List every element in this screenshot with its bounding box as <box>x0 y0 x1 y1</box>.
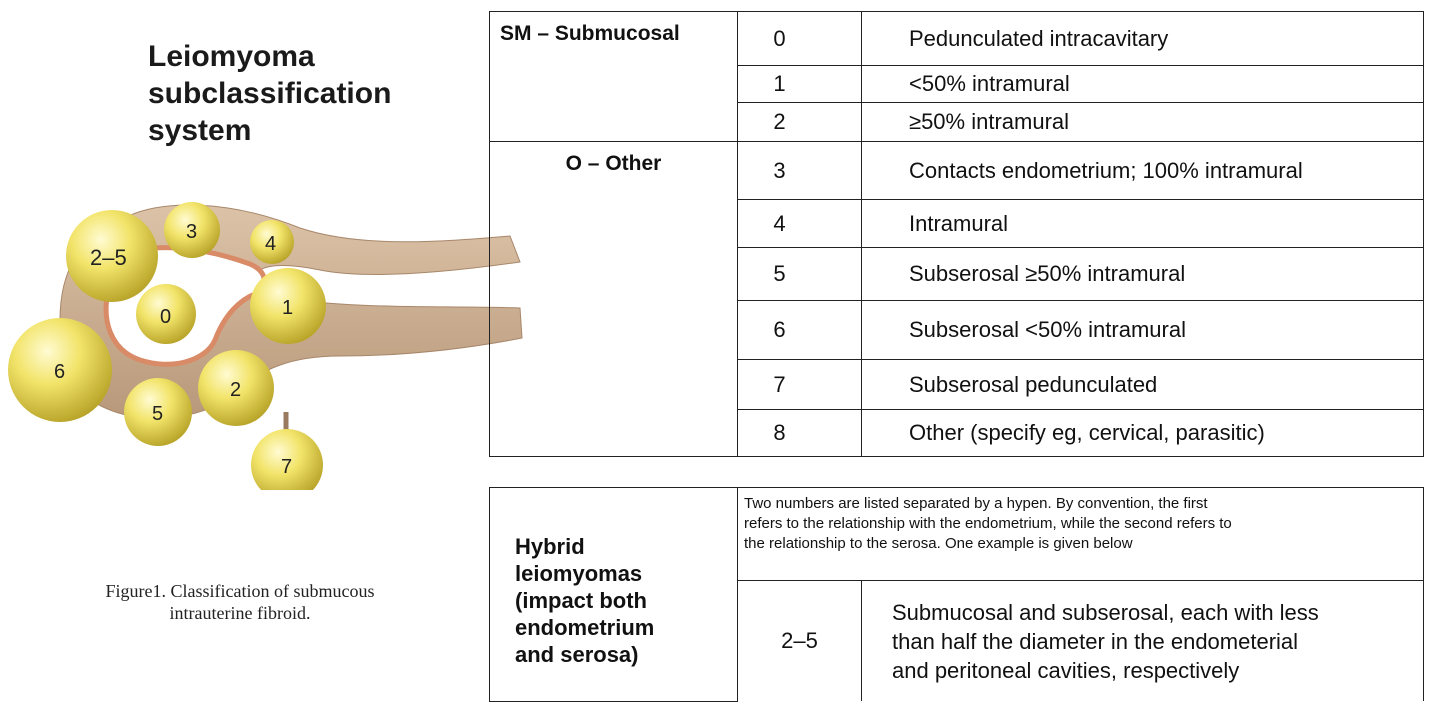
fibroid-label: 5 <box>152 403 163 425</box>
type-description: Subserosal pedunculated <box>862 360 1424 410</box>
classification-table: SM – Submucosal 0 Pedunculated intracavi… <box>489 11 1424 457</box>
type-description: Subserosal ≥50% intramural <box>862 248 1424 301</box>
fibroid-label: 1 <box>282 297 293 319</box>
note-line: the relationship to the serosa. One exam… <box>744 534 1415 554</box>
table-row: SM – Submucosal 0 Pedunculated intracavi… <box>490 12 1424 66</box>
type-description: Other (specify eg, cervical, parasitic) <box>862 410 1424 457</box>
table-row: O – Other 3 Contacts endometrium; 100% i… <box>490 142 1424 200</box>
hybrid-table: Hybrid leiomyomas (impact both endometri… <box>489 487 1424 702</box>
type-number: 5 <box>738 248 862 301</box>
type-number: 8 <box>738 410 862 457</box>
fibroid-7: 7 <box>251 429 323 490</box>
example-desc-line: Submucosal and subserosal, each with les… <box>892 598 1422 627</box>
type-number: 0 <box>738 12 862 66</box>
note-line: Two numbers are listed separated by a hy… <box>744 494 1415 514</box>
hybrid-category-line: endometrium <box>515 614 736 641</box>
hybrid-category-cell: Hybrid leiomyomas (impact both endometri… <box>490 488 738 702</box>
fibroid-label: 3 <box>186 221 197 243</box>
note-line: refers to the relationship with the endo… <box>744 514 1415 534</box>
type-description: Pedunculated intracavitary <box>862 12 1424 66</box>
fibroid-label: 0 <box>160 306 171 328</box>
caption-line: intrauterine fibroid. <box>20 602 460 624</box>
fibroid-2: 2 <box>198 350 274 426</box>
type-number: 4 <box>738 200 862 248</box>
hybrid-category-line: (impact both <box>515 587 736 614</box>
fibroid-label: 7 <box>281 456 292 478</box>
fibroid-3: 3 <box>164 202 220 258</box>
figure-title: Leiomyoma subclassification system <box>148 38 448 149</box>
type-description: Intramural <box>862 200 1424 248</box>
category-cell: SM – Submucosal <box>490 12 738 142</box>
type-number: 6 <box>738 301 862 360</box>
type-description: ≥50% intramural <box>862 103 1424 142</box>
fibroid-6: 6 <box>8 318 112 422</box>
hybrid-category-line: leiomyomas <box>515 560 736 587</box>
fibroid-label: 2 <box>230 379 241 401</box>
type-description: <50% intramural <box>862 66 1424 103</box>
table-row: Hybrid leiomyomas (impact both endometri… <box>490 488 1424 581</box>
fibroid-5: 5 <box>124 378 192 446</box>
title-line: Leiomyoma <box>148 38 448 75</box>
example-desc-line: than half the diameter in the endometeri… <box>892 627 1422 656</box>
hybrid-category-line: and serosa) <box>515 641 736 668</box>
type-number: 7 <box>738 360 862 410</box>
type-description: Subserosal <50% intramural <box>862 301 1424 360</box>
group-other: O – Other 3 Contacts endometrium; 100% i… <box>490 142 1424 457</box>
title-line: system <box>148 112 448 149</box>
fibroid-0: 0 <box>136 284 196 344</box>
figure-caption: Figure1. Classification of submucous int… <box>20 580 460 624</box>
caption-line: Figure1. Classification of submucous <box>20 580 460 602</box>
type-number: 1 <box>738 66 862 103</box>
group-submucosal: SM – Submucosal 0 Pedunculated intracavi… <box>490 12 1424 142</box>
fibroid-label: 4 <box>265 233 276 255</box>
hybrid-category-line: Hybrid <box>515 533 736 560</box>
hybrid-example-description: Submucosal and subserosal, each with les… <box>862 581 1424 702</box>
hybrid-note: Two numbers are listed separated by a hy… <box>738 488 1424 581</box>
fibroid-2-5: 2–5 <box>66 210 158 302</box>
category-cell: O – Other <box>490 142 738 457</box>
type-number: 3 <box>738 142 862 200</box>
example-desc-line: and peritoneal cavities, respectively <box>892 656 1422 685</box>
fibroid-4: 4 <box>250 220 294 264</box>
type-description: Contacts endometrium; 100% intramural <box>862 142 1424 200</box>
hybrid-example-number: 2–5 <box>738 581 862 702</box>
fibroid-1: 1 <box>250 268 326 344</box>
type-number: 2 <box>738 103 862 142</box>
title-line: subclassification <box>148 75 448 112</box>
fibroid-label: 2–5 <box>90 245 127 270</box>
fibroid-label: 6 <box>54 361 65 383</box>
uterus-fibroid-diagram: 3 4 2–5 0 1 6 5 2 7 <box>0 190 540 490</box>
